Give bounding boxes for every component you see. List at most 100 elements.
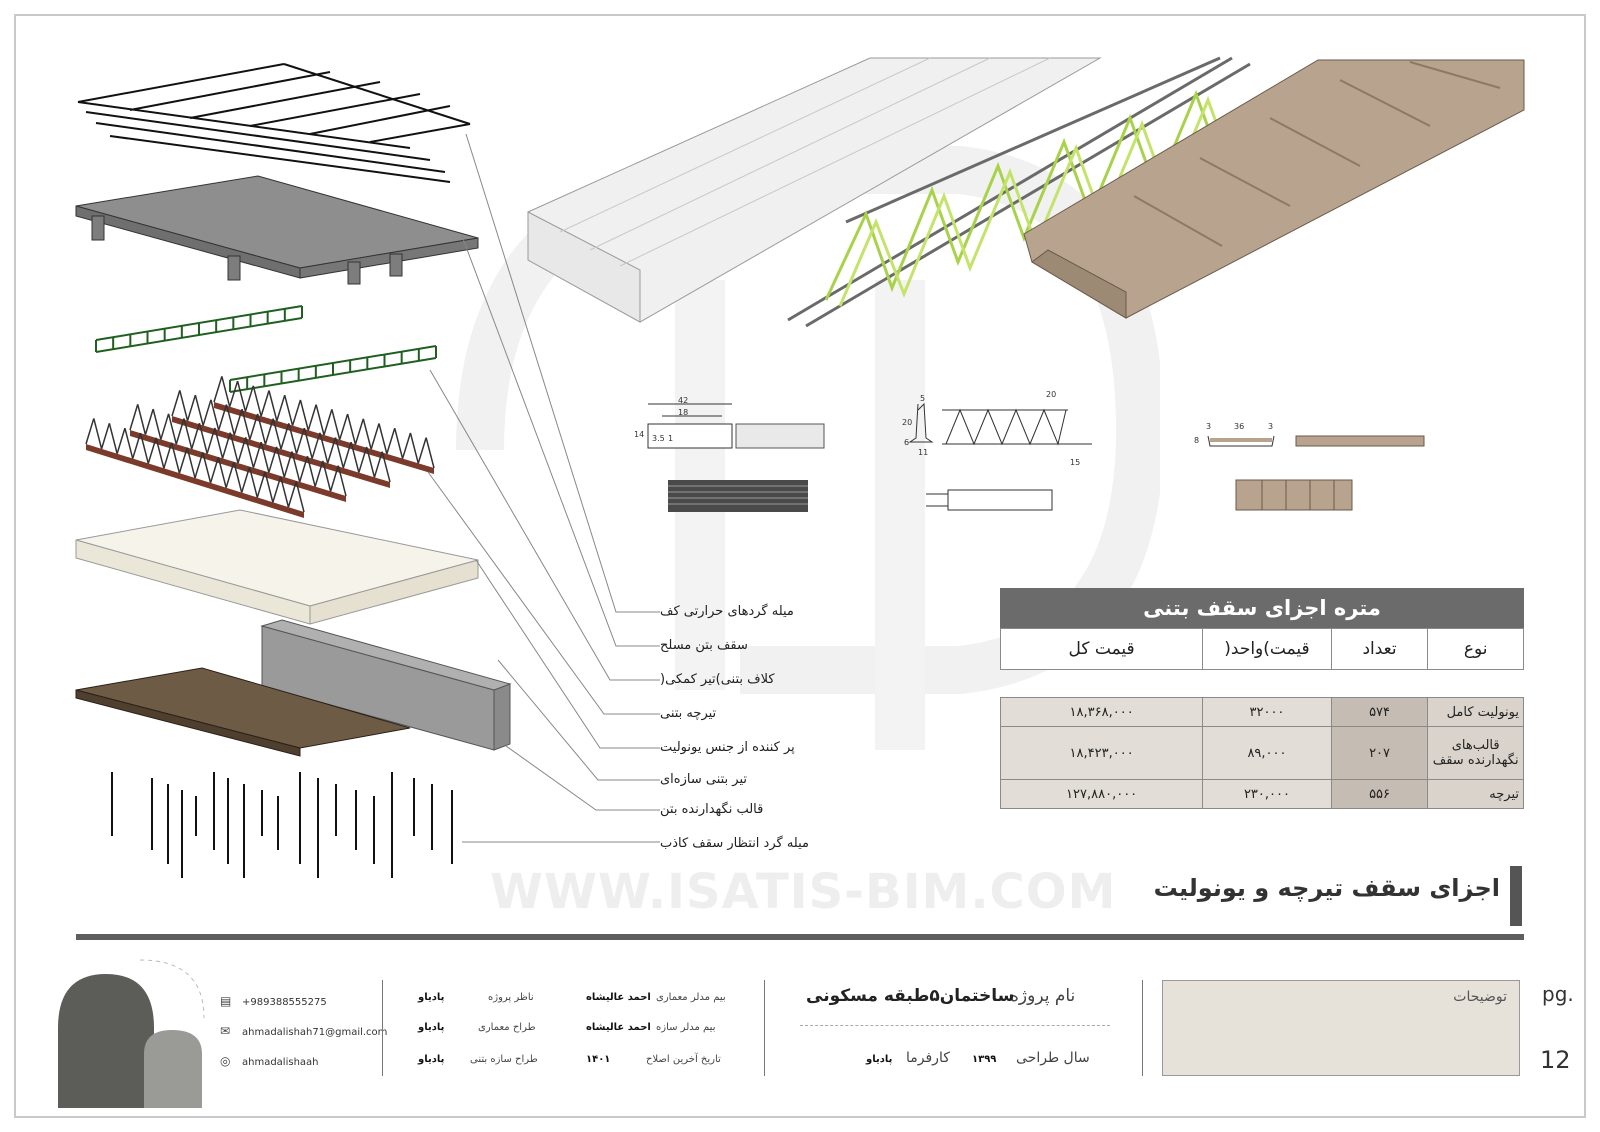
- truss-web: [100, 423, 111, 450]
- truss-web: [276, 394, 286, 422]
- footer-divider: [382, 980, 383, 1076]
- truss-web: [241, 409, 251, 440]
- truss-web: [229, 432, 239, 464]
- credit-name: پادیاو: [418, 1054, 445, 1065]
- client-name: پادیاو: [866, 1054, 893, 1065]
- truss-web: [248, 466, 259, 498]
- dim-mold-side-left: 3: [1206, 422, 1212, 431]
- truss-web: [240, 466, 251, 493]
- truss-web: [264, 418, 274, 445]
- truss-web: [221, 432, 232, 459]
- truss-web: [244, 385, 255, 412]
- credit-role: بیم مدلر معماری: [656, 992, 726, 1003]
- truss-web: [178, 447, 188, 474]
- joist-trusses: [86, 402, 434, 518]
- exploded-axonometric: [75, 56, 1525, 878]
- credit-name: احمد عالیشاه: [586, 992, 651, 1003]
- email-text: ahmadalishah71@gmail.com: [242, 1027, 388, 1038]
- truss-web: [217, 404, 228, 431]
- truss-web: [268, 390, 278, 422]
- dim-joist-six: 6: [904, 438, 910, 447]
- truss-web: [295, 427, 306, 454]
- table-header-cell: قیمت)واحد(: [1202, 629, 1331, 669]
- truss-web: [334, 437, 345, 469]
- concrete-slab: [75, 175, 479, 285]
- project-name: ساختمان۵طبقه مسکونی: [806, 986, 1015, 1006]
- sheet-frame: [14, 14, 1586, 1118]
- table-row: قالب‌های نگهدارنده سقف ۲۰۷ ۸۹,۰۰۰ ۱۸,۴۲۳…: [1001, 727, 1523, 780]
- leader-lines: [427, 133, 660, 843]
- truss-web: [163, 442, 173, 469]
- truss-web: [217, 457, 227, 488]
- phone-icon: ▤: [220, 994, 232, 1008]
- truss-web: [373, 451, 383, 478]
- truss-web: [381, 451, 391, 483]
- credit-role: تاریخ آخرین اصلاح: [646, 1054, 721, 1065]
- truss-web: [370, 423, 380, 450]
- table-body: یونولیت کامل ۵۷۴ ۳۲۰۰۰ ۱۸,۳۶۸,۰۰۰ قالب‌ه…: [1000, 697, 1524, 809]
- truss-web: [401, 432, 412, 459]
- table-cell: ۸۹,۰۰۰: [1202, 727, 1331, 779]
- page-label: pg.: [1542, 982, 1574, 1006]
- project-dotted-line: [800, 1025, 1110, 1026]
- label-tie-beam: کلاف بتنی)تیر کمکی(: [660, 672, 775, 687]
- footer-divider: [1142, 980, 1143, 1076]
- contact-phone: ▤+989388555275: [220, 994, 327, 1008]
- credit-role: ناظر پروژه: [488, 992, 534, 1003]
- truss-web: [214, 427, 224, 459]
- truss-web: [378, 423, 388, 455]
- truss-web: [206, 427, 216, 454]
- truss-web: [362, 418, 372, 450]
- dim-mold-side-right: 3: [1268, 422, 1274, 431]
- truss-web: [194, 394, 204, 426]
- detail-block-section: [647, 403, 733, 449]
- truss-web: [186, 447, 196, 479]
- hanger-rods: [111, 772, 453, 878]
- table-cell: ۲۳۰,۰۰۰: [1202, 780, 1331, 808]
- truss-web: [249, 413, 259, 440]
- table-cell: ۳۲۰۰۰: [1202, 698, 1331, 726]
- styrofoam-blocks: [75, 509, 479, 625]
- ladder-rungs: [95, 306, 437, 392]
- truss-web: [295, 481, 305, 513]
- truss-web: [283, 451, 293, 478]
- detail-mold-section: [1207, 435, 1275, 447]
- truss-web: [256, 413, 267, 445]
- credit-name: ۱۴۰۱: [586, 1054, 611, 1065]
- label-thermal-rebar: میله گردهای حرارتی کف: [660, 604, 794, 619]
- truss-web: [264, 471, 274, 503]
- watermark-text: WWW.ISATIS-BIM.COM: [490, 864, 1117, 920]
- truss-web: [298, 455, 309, 483]
- truss-web: [291, 399, 302, 426]
- truss-web: [350, 442, 360, 473]
- truss-web: [311, 432, 321, 459]
- truss-web: [236, 380, 247, 412]
- truss-web: [393, 428, 404, 459]
- truss-web: [319, 432, 329, 464]
- truss-web: [244, 437, 255, 468]
- table-row: تیرچه ۵۵۶ ۲۳۰,۰۰۰ ۱۲۷,۸۸۰,۰۰۰: [1001, 780, 1523, 808]
- truss-web: [131, 432, 142, 459]
- table-header-cell: تعداد: [1330, 629, 1428, 669]
- truss-web: [144, 408, 154, 435]
- truss-webs: [85, 376, 435, 513]
- dim-block-bottom: 1: [668, 434, 674, 443]
- truss-web: [386, 427, 396, 455]
- table-cell: ۱۲۷,۸۸۰,۰۰۰: [1066, 786, 1138, 802]
- project-name-label: نام پروژه: [1010, 986, 1076, 1006]
- credit-role: طراح معماری: [478, 1022, 536, 1033]
- instagram-text: ahmadalishaah: [242, 1057, 319, 1068]
- credit-role: بیم مدلر سازه: [656, 1022, 716, 1033]
- truss-web: [299, 399, 310, 431]
- truss-web: [280, 423, 290, 450]
- detail-block-elevation: [735, 423, 825, 449]
- title-accent-bar: [1510, 866, 1522, 926]
- truss-web: [279, 476, 290, 508]
- email-icon: ✉: [220, 1024, 231, 1038]
- detail-block-plan: [668, 480, 808, 512]
- dim-block-inner: 18: [678, 408, 689, 417]
- truss-web: [275, 446, 286, 478]
- truss-web: [139, 432, 150, 464]
- truss-web: [291, 451, 301, 483]
- truss-web: [315, 404, 325, 436]
